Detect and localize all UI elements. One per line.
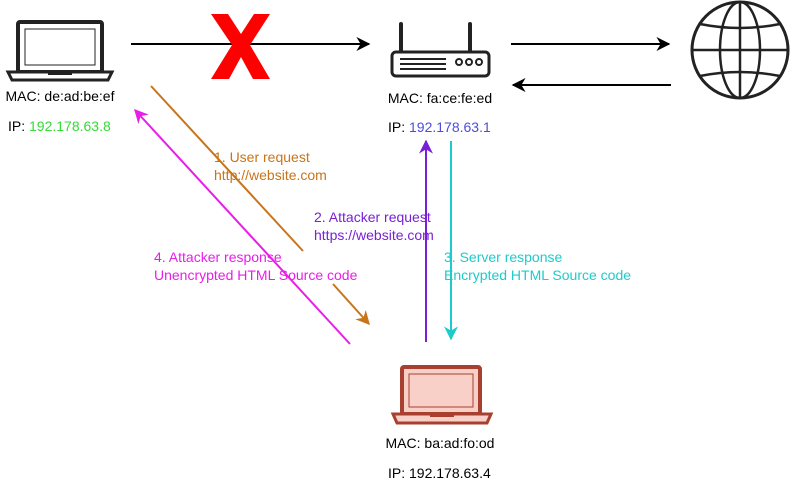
attacker-ip-prefix: IP: bbox=[388, 465, 409, 481]
step1-arrow-lower bbox=[332, 283, 370, 326]
step1-label: 1. User request http://website.com bbox=[214, 149, 327, 183]
router-mac-label: MAC: fa:ce:fe:ed bbox=[388, 90, 492, 106]
step3-desc: Encrypted HTML Source code bbox=[444, 267, 631, 283]
attacker-ip-label: IP: 192.178.63.4 bbox=[388, 465, 491, 481]
victim-mac-label: MAC: de:ad:be:ef bbox=[6, 88, 115, 104]
step3-label: 3. Server response Encrypted HTML Source… bbox=[444, 249, 631, 283]
step2-title: 2. Attacker request bbox=[314, 209, 431, 225]
attacker-mac-label: MAC: ba:ad:fo:od bbox=[386, 435, 495, 451]
globe-icon bbox=[690, 0, 790, 100]
router-ip-value: 192.178.63.1 bbox=[409, 119, 491, 135]
step4-label: 4. Attacker response Unencrypted HTML So… bbox=[154, 249, 358, 283]
step2-url: https://website.com bbox=[314, 227, 434, 243]
step4-desc: Unencrypted HTML Source code bbox=[154, 267, 358, 283]
step1-title: 1. User request bbox=[214, 149, 310, 165]
victim-ip-label: IP: 192.178.63.8 bbox=[8, 118, 111, 134]
router-icon bbox=[390, 22, 491, 78]
router-ip-label: IP: 192.178.63.1 bbox=[388, 119, 491, 135]
step1-arrow-upper bbox=[150, 85, 304, 252]
attacker-ip-value: 192.178.63.4 bbox=[409, 465, 491, 481]
step1-url: http://website.com bbox=[214, 167, 327, 183]
victim-ip-prefix: IP: bbox=[8, 118, 29, 134]
cross-icon bbox=[211, 14, 270, 79]
step2-label: 2. Attacker request https://website.com bbox=[314, 209, 434, 243]
step4-arrow bbox=[134, 108, 351, 345]
step3-title: 3. Server response bbox=[444, 249, 562, 265]
router-ip-prefix: IP: bbox=[388, 119, 409, 135]
step4-title: 4. Attacker response bbox=[154, 249, 282, 265]
victim-ip-value: 192.178.63.8 bbox=[29, 118, 111, 134]
attacker-laptop-icon bbox=[390, 365, 494, 425]
victim-laptop-icon bbox=[5, 20, 115, 82]
